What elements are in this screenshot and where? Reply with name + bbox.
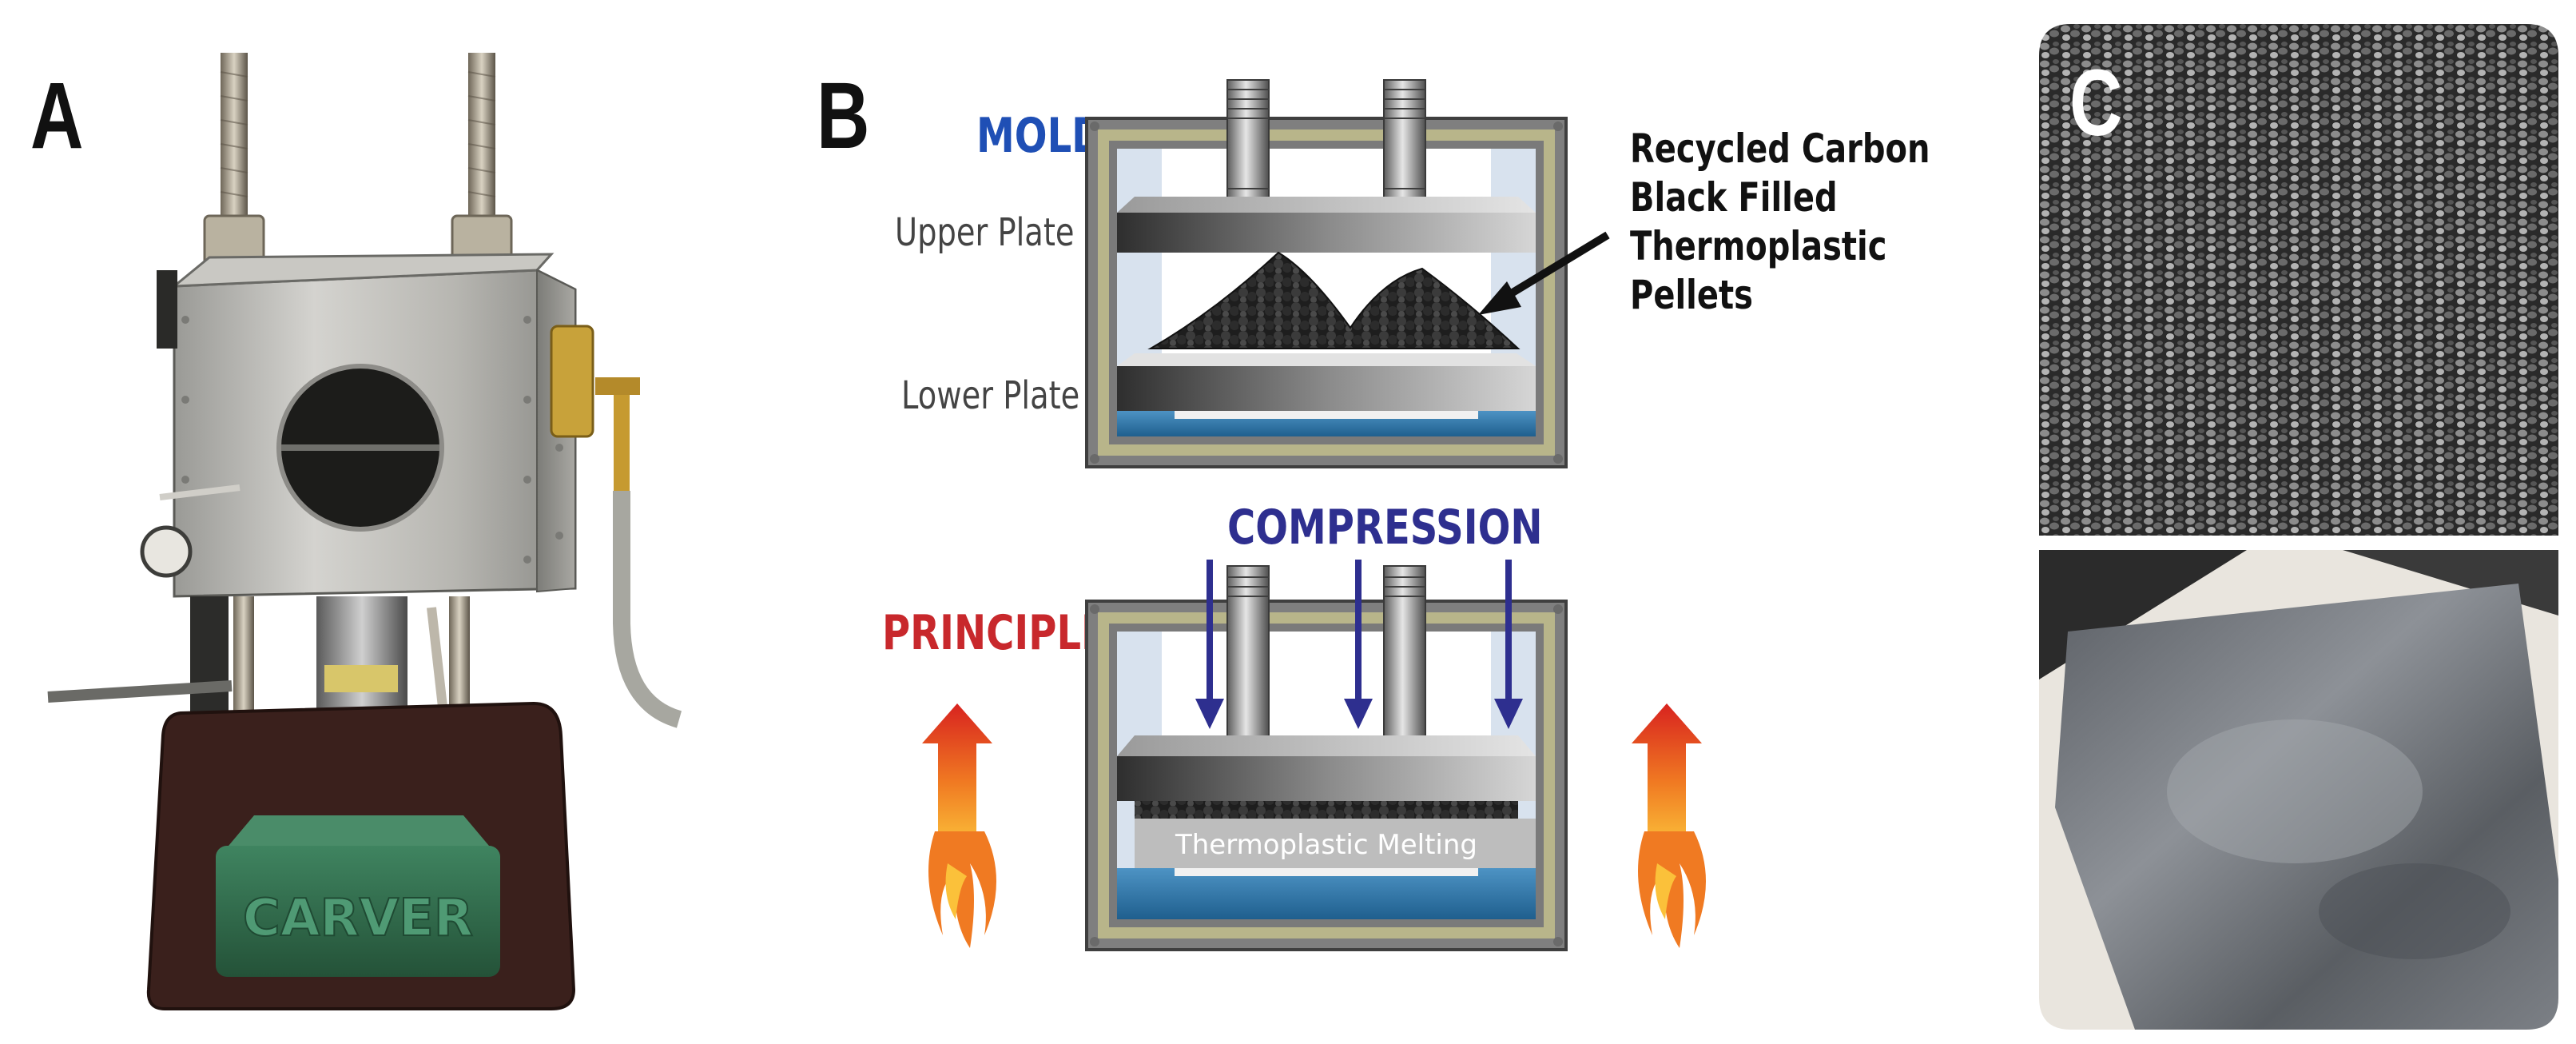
compression-arrows	[1195, 560, 1523, 729]
lower-plate	[1117, 366, 1536, 411]
pellet-note-line-2: Black Filled	[1630, 174, 1838, 221]
upper-plate-top	[1117, 197, 1536, 213]
heat-flame-right	[1632, 703, 1706, 948]
pellet-note-line-1: Recycled Carbon	[1630, 126, 1930, 172]
thermoplastic-melting-label: Thermoplastic Melting	[1175, 829, 1477, 861]
heat-flame-left	[922, 703, 996, 948]
pellet-granules-photo	[2039, 24, 2558, 536]
panel-c-photos	[2039, 24, 2558, 1030]
pellet-note: Recycled Carbon Black Filled Thermoplast…	[1630, 125, 1930, 320]
pellet-note-line-4: Pellets	[1630, 272, 1753, 318]
upper-plate	[1117, 213, 1536, 253]
compression-title: COMPRESSION	[1227, 500, 1543, 556]
panel-c-letter: C	[2069, 50, 2123, 156]
principle-title: PRINCIPLE	[882, 605, 1107, 661]
lower-plate-label: Lower Plate	[901, 373, 1080, 418]
panel-a-press-photo: CARVER	[47, 53, 682, 1010]
mold-diagram: Thermoplastic Melting	[922, 79, 1706, 951]
upper-plate-label: Upper Plate	[895, 210, 1075, 255]
press-brand-embossing: CARVER	[243, 889, 473, 948]
panel-a-letter: A	[30, 63, 84, 169]
pellet-note-line-3: Thermoplastic	[1630, 223, 1887, 269]
mold-title: MOLD	[976, 108, 1103, 164]
panel-b-letter: B	[817, 63, 870, 169]
melted-pellet-layer	[1135, 801, 1518, 819]
pellet-heap	[1147, 251, 1521, 349]
